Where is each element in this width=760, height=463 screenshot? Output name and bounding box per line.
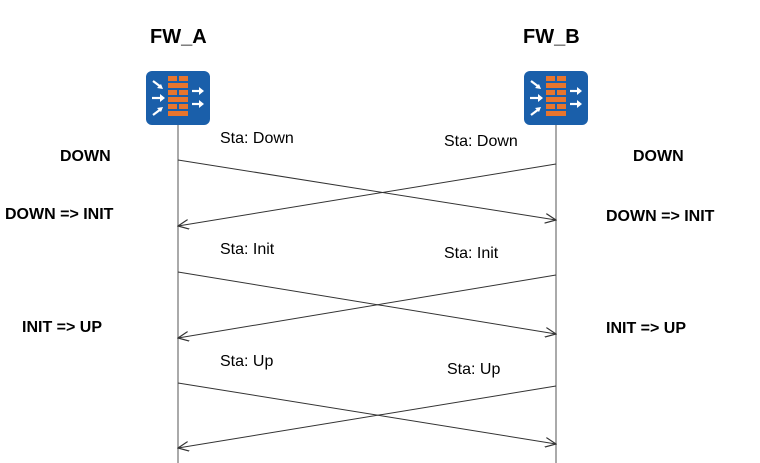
message-label: Sta: Up	[447, 361, 501, 378]
message-label: Sta: Down	[444, 133, 518, 150]
state-label-fw-b: DOWN	[633, 148, 684, 165]
state-label-fw-a: DOWN	[60, 148, 111, 165]
firewall-a-icon	[146, 71, 210, 125]
node-title-fw-a: FW_A	[150, 26, 207, 48]
message-label: Sta: Init	[220, 241, 275, 258]
state-label-fw-b: INIT => UP	[606, 320, 687, 337]
state-label-fw-a: DOWN => INIT	[5, 206, 114, 223]
firewall-b-icon	[524, 71, 588, 125]
node-title-fw-b: FW_B	[523, 26, 580, 48]
state-label-fw-a: INIT => UP	[22, 319, 103, 336]
message-a-to-b-up	[177, 382, 556, 444]
message-b-to-a-up	[178, 385, 557, 448]
message-label: Sta: Up	[220, 353, 274, 370]
message-label: Sta: Down	[220, 130, 294, 147]
message-b-to-a-down	[178, 163, 557, 226]
message-a-to-b-down	[177, 159, 556, 220]
message-a-to-b-init	[177, 271, 556, 334]
message-label: Sta: Init	[444, 245, 499, 262]
state-label-fw-b: DOWN => INIT	[606, 208, 715, 225]
message-b-to-a-init	[178, 274, 557, 338]
